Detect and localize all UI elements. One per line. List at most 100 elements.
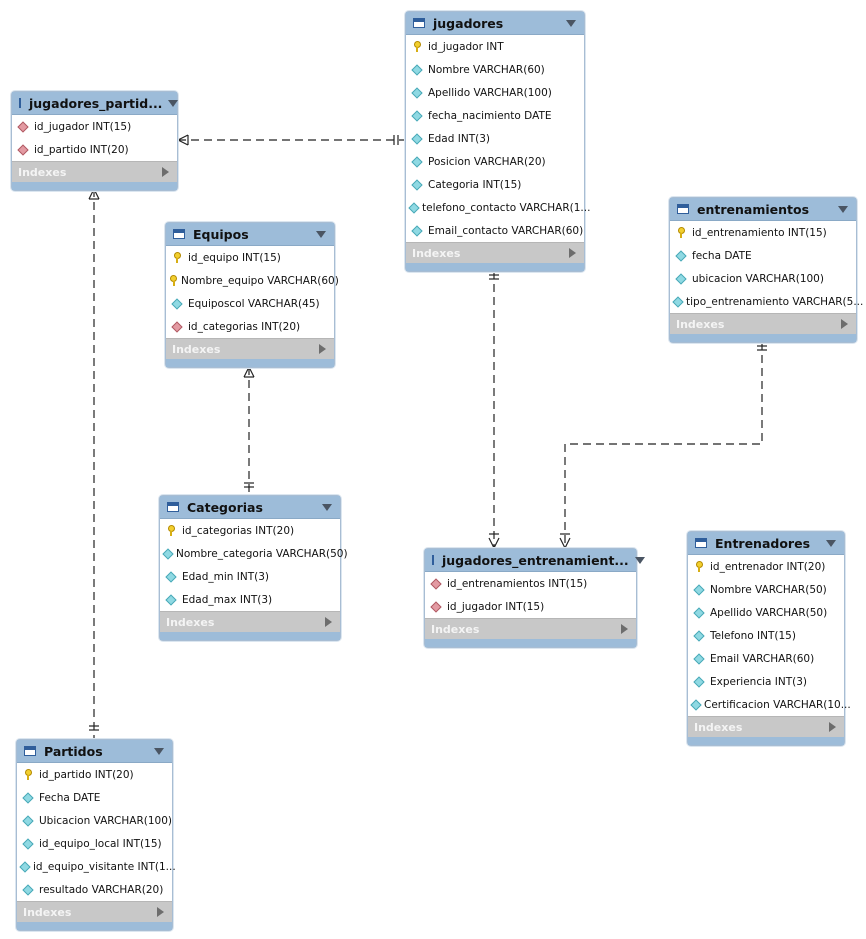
column-icon <box>672 295 684 308</box>
table-header[interactable]: Equipos <box>166 223 334 246</box>
foreign-key-icon <box>430 577 442 590</box>
expand-arrow-icon[interactable] <box>157 907 164 917</box>
column-icon <box>162 547 174 560</box>
expand-arrow-icon[interactable] <box>621 624 628 634</box>
column-label: Nombre VARCHAR(50) <box>710 583 827 596</box>
column-row[interactable]: fecha_nacimiento DATE <box>406 104 584 127</box>
column-row[interactable]: id_categorias INT(20) <box>160 519 340 542</box>
table-header[interactable]: Partidos <box>17 740 172 763</box>
relationship-jugadores-jugadores-entrenamientos <box>488 271 500 549</box>
table-header[interactable]: entrenamientos <box>670 198 856 221</box>
expand-arrow-icon[interactable] <box>162 167 169 177</box>
table-footer <box>425 639 636 647</box>
indexes-section[interactable]: Indexes <box>425 618 636 639</box>
indexes-section[interactable]: Indexes <box>406 242 584 263</box>
table-jugadores-entrenamientos[interactable]: jugadores_entrenamient...id_entrenamient… <box>424 548 645 648</box>
column-row[interactable]: fecha DATE <box>670 244 856 267</box>
collapse-chevron-icon[interactable] <box>826 539 836 547</box>
column-label: id_partido INT(20) <box>39 768 134 781</box>
column-row[interactable]: id_partido INT(20) <box>17 763 172 786</box>
expand-arrow-icon[interactable] <box>319 344 326 354</box>
table-icon <box>677 204 689 214</box>
table-entrenadores[interactable]: Entrenadores id_entrenador INT(20) Nombre … <box>687 531 851 746</box>
table-header[interactable]: jugadores_entrenamient... <box>425 549 645 572</box>
column-icon <box>411 86 423 99</box>
column-label: fecha DATE <box>692 249 752 262</box>
column-row[interactable]: Edad_min INT(3) <box>160 565 340 588</box>
column-label: Apellido VARCHAR(50) <box>710 606 828 619</box>
column-row[interactable]: resultado VARCHAR(20) <box>17 878 172 901</box>
column-row[interactable]: id_partido INT(20) <box>12 138 177 161</box>
column-row[interactable]: Experiencia INT(3) <box>688 670 844 693</box>
column-row[interactable]: Fecha DATE <box>17 786 172 809</box>
column-row[interactable]: Edad INT(3) <box>406 127 584 150</box>
column-label: fecha_nacimiento DATE <box>428 109 552 122</box>
expand-arrow-icon[interactable] <box>829 722 836 732</box>
table-icon <box>24 746 36 756</box>
column-row[interactable]: ubicacion VARCHAR(100) <box>670 267 856 290</box>
foreign-key-icon <box>171 320 183 333</box>
indexes-label: Indexes <box>431 622 480 636</box>
table-header[interactable]: jugadores <box>406 12 584 35</box>
collapse-chevron-icon[interactable] <box>566 19 576 27</box>
collapse-chevron-icon[interactable] <box>154 747 164 755</box>
column-row[interactable]: Edad_max INT(3) <box>160 588 340 611</box>
primary-key-icon <box>413 41 421 52</box>
column-icon <box>411 109 423 122</box>
column-row[interactable]: id_jugador INT(15) <box>12 115 177 138</box>
column-row[interactable]: id_jugador INT <box>406 35 584 58</box>
column-row[interactable]: Telefono INT(15) <box>688 624 844 647</box>
column-row[interactable]: Nombre_categoria VARCHAR(50) <box>160 542 348 565</box>
expand-arrow-icon[interactable] <box>569 248 576 258</box>
column-row[interactable]: id_entrenador INT(20) <box>688 555 844 578</box>
column-row[interactable]: Email_contacto VARCHAR(60) <box>406 219 584 242</box>
table-jugadores-partidos[interactable]: jugadores_partid...id_jugador INT(15)id_… <box>11 91 179 191</box>
indexes-section[interactable]: Indexes <box>670 313 856 334</box>
column-row[interactable]: Posicion VARCHAR(20) <box>406 150 584 173</box>
column-icon <box>675 272 687 285</box>
collapse-chevron-icon[interactable] <box>322 503 332 511</box>
column-row[interactable]: Nombre VARCHAR(60) <box>406 58 584 81</box>
column-label: id_entrenador INT(20) <box>710 560 826 573</box>
indexes-section[interactable]: Indexes <box>160 611 340 632</box>
column-row[interactable]: id_entrenamientos INT(15) <box>425 572 636 595</box>
collapse-chevron-icon[interactable] <box>634 556 645 564</box>
collapse-chevron-icon[interactable] <box>168 99 179 107</box>
indexes-section[interactable]: Indexes <box>12 161 177 182</box>
table-title: Entrenadores <box>715 535 811 551</box>
table-header[interactable]: Entrenadores <box>688 532 844 555</box>
column-row[interactable]: Nombre_equipo VARCHAR(60) <box>166 269 339 292</box>
indexes-section[interactable]: Indexes <box>688 716 844 737</box>
collapse-chevron-icon[interactable] <box>838 205 848 213</box>
table-header[interactable]: Categorias <box>160 496 340 519</box>
column-row[interactable]: Categoria INT(15) <box>406 173 584 196</box>
column-row[interactable]: Apellido VARCHAR(50) <box>688 601 844 624</box>
indexes-section[interactable]: Indexes <box>166 338 334 359</box>
column-row[interactable]: Email VARCHAR(60) <box>688 647 844 670</box>
indexes-label: Indexes <box>412 246 461 260</box>
column-row[interactable]: telefono_contacto VARCHAR(1... <box>406 196 590 219</box>
column-label: resultado VARCHAR(20) <box>39 883 164 896</box>
column-row[interactable]: id_categorias INT(20) <box>166 315 334 338</box>
column-row[interactable]: Certificacion VARCHAR(10... <box>688 693 851 716</box>
collapse-chevron-icon[interactable] <box>316 230 326 238</box>
column-row[interactable]: id_equipo_visitante INT(1... <box>17 855 176 878</box>
column-row[interactable]: id_jugador INT(15) <box>425 595 636 618</box>
column-row[interactable]: id_equipo INT(15) <box>166 246 334 269</box>
table-header[interactable]: jugadores_partid... <box>12 92 179 115</box>
expand-arrow-icon[interactable] <box>325 617 332 627</box>
column-row[interactable]: id_entrenamiento INT(15) <box>670 221 856 244</box>
indexes-section[interactable]: Indexes <box>17 901 172 922</box>
column-row[interactable]: Equiposcol VARCHAR(45) <box>166 292 334 315</box>
column-row[interactable]: Apellido VARCHAR(100) <box>406 81 584 104</box>
column-row[interactable]: Ubicacion VARCHAR(100) <box>17 809 172 832</box>
column-row[interactable]: Nombre VARCHAR(50) <box>688 578 844 601</box>
column-row[interactable]: id_equipo_local INT(15) <box>17 832 172 855</box>
column-row[interactable]: tipo_entrenamiento VARCHAR(5... <box>670 290 863 313</box>
expand-arrow-icon[interactable] <box>841 319 848 329</box>
